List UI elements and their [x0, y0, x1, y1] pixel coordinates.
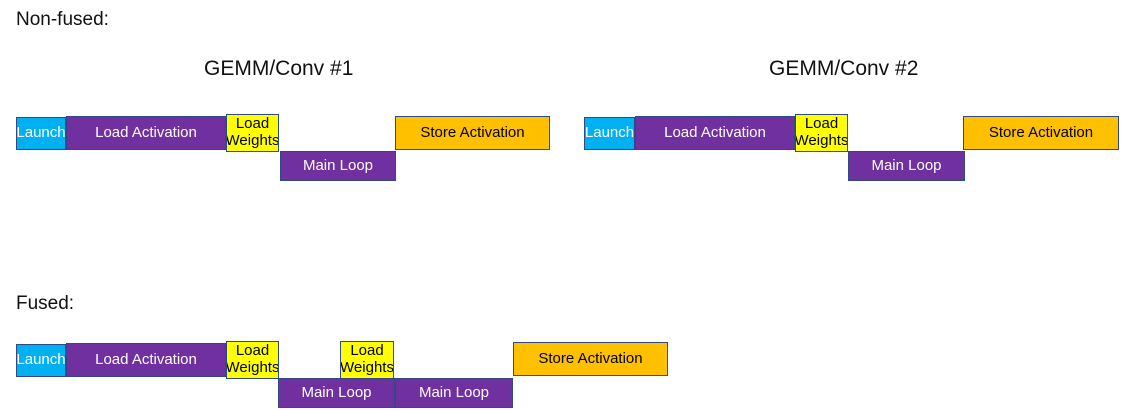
- block-main-loop: Main Loop: [395, 378, 513, 408]
- block-launch: Launch: [16, 344, 66, 377]
- block-load-weights: Load Weights: [226, 341, 279, 379]
- block-main-loop: Main Loop: [280, 151, 396, 181]
- section-label-fused: Fused:: [16, 293, 75, 314]
- group-title-gemm-conv-1: GEMM/Conv #1: [204, 57, 354, 80]
- block-main-loop: Main Loop: [278, 378, 395, 408]
- block-store-activation: Store Activation: [513, 342, 668, 376]
- block-load-weights: Load Weights: [226, 114, 279, 152]
- block-launch: Launch: [16, 117, 66, 150]
- block-load-weights: Load Weights: [340, 341, 394, 379]
- block-load-activation: Load Activation: [66, 116, 226, 150]
- block-load-activation: Load Activation: [66, 343, 226, 377]
- group-title-gemm-conv-2: GEMM/Conv #2: [769, 57, 919, 80]
- block-main-loop: Main Loop: [848, 151, 965, 181]
- block-store-activation: Store Activation: [963, 116, 1119, 150]
- section-label-non-fused: Non-fused:: [16, 9, 109, 30]
- block-launch: Launch: [584, 117, 635, 150]
- block-load-weights: Load Weights: [795, 114, 848, 152]
- block-load-activation: Load Activation: [635, 116, 795, 150]
- block-store-activation: Store Activation: [395, 116, 550, 150]
